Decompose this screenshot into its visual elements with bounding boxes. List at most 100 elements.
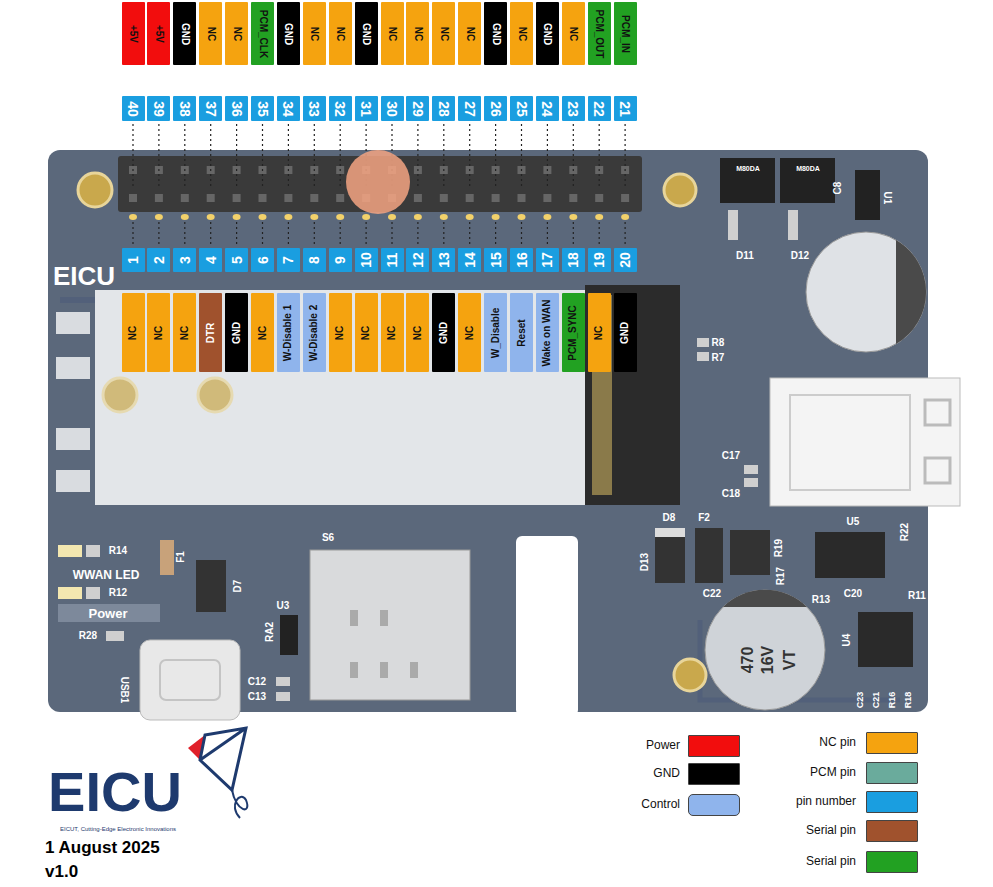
pin-name: GND [232,321,242,343]
pin-name: PCM_IN [620,15,630,53]
resistor [697,352,709,361]
pin-label-box: NC [381,293,404,372]
pin-name: NC [413,325,423,339]
pin-tip [621,214,629,220]
legend-label: Serial pin [806,824,856,836]
leader-line [417,124,418,186]
pad [788,210,798,240]
silkscreen-label: R18 [904,692,913,709]
pin-label-box: GND [355,2,378,65]
pin-label-box: NC [458,2,481,65]
header-pin [259,194,267,202]
pin-number-box: 18 [562,248,585,272]
pin-name: NC [335,26,345,40]
silkscreen-label: C22 [703,589,721,599]
pin-number: 28 [437,101,451,117]
leader-line [547,124,548,186]
silkscreen-label: R13 [812,595,830,605]
leader-line [210,124,211,186]
pin-name: W-Disable 1 [283,304,293,360]
leader-line [521,124,522,186]
sim-slot [310,550,470,700]
resistor [86,587,100,599]
pin-label-box: NC [173,293,196,372]
leader-line [158,222,159,245]
header-pin [569,194,577,202]
silkscreen-label: C17 [722,451,740,461]
silkscreen-label: R14 [109,546,127,556]
silkscreen-label: WWAN LED [73,569,140,581]
pin-number: 39 [152,101,166,117]
pin-number: 25 [515,101,529,117]
pad [56,428,90,450]
pin-number-box: 12 [406,248,429,272]
fuse [695,528,723,583]
mounting-hole [674,659,706,691]
pin-name: NC [594,325,604,339]
leader-line [288,222,289,245]
capacitor [744,478,758,487]
leader-line [340,124,341,186]
leader-line [573,222,574,245]
pin-label-box: +5V [122,2,145,65]
header-pin [595,194,603,202]
pin-tip [233,214,241,220]
ic-chip [855,170,880,220]
legend-label: pin number [796,795,856,807]
resistor [697,338,709,347]
silkscreen-label: U3 [277,601,290,611]
pin-number-box: 20 [614,248,637,272]
sim-contact [380,662,388,678]
pin-number-box: 36 [225,96,248,121]
logo-tagline: EICUT, Cutting-Edge Electronic Innovatio… [60,826,176,832]
pad [56,470,90,492]
logo-kite-tail [232,790,247,818]
pin-name: NC [258,325,268,339]
pin-number-box: 11 [381,248,404,272]
header-pins [129,124,629,245]
pin-name: NC [568,26,578,40]
ic-chip [858,612,913,667]
pin-tip [569,214,577,220]
pin-number: 11 [385,253,399,268]
leader-line [521,222,522,245]
leader-line [417,222,418,245]
silkscreen-label: C13 [248,692,266,702]
pin-number: 3 [178,256,192,264]
pin-label-box: NC [225,2,248,65]
silkscreen-label: C21 [872,692,881,709]
pin-name: NC [465,325,475,339]
leader-line [314,222,315,245]
pin-name: NC [232,26,242,40]
pin-number-box: 7 [277,248,300,272]
pin-number-box: 31 [355,96,378,121]
pin-label-box: GND [277,2,300,65]
pin-label-box: PCM_SYNC [562,293,585,372]
pin-number-box: 6 [251,248,274,272]
leader-line [158,124,159,186]
sim-contact [380,610,388,626]
pin-label-box: NC [458,293,481,372]
header-pin [129,194,137,202]
silkscreen-label: R8 [712,338,725,348]
leader-line [469,222,470,245]
board-logo: EICU [53,263,115,289]
pin-label-box: GND [614,293,637,372]
resistor [106,631,124,641]
leader-line [132,124,133,186]
pin-name: GND [491,22,501,44]
silkscreen-label: D12 [791,251,809,261]
silkscreen-label: D8 [663,513,676,523]
pin-name: PCM_OUT [594,9,604,58]
version-label: v1.0 [45,863,78,880]
legend-swatch [688,794,740,816]
usb-a-detail [925,400,950,425]
pin-number: 4 [204,256,218,264]
pin-tip [440,214,448,220]
pin-number: 30 [385,101,399,117]
m2-module [95,290,585,505]
pin-number: 32 [333,101,347,117]
leader-line [443,124,444,186]
pin-label-box: Wake on WAN [536,293,559,372]
diode-chip [780,158,835,203]
